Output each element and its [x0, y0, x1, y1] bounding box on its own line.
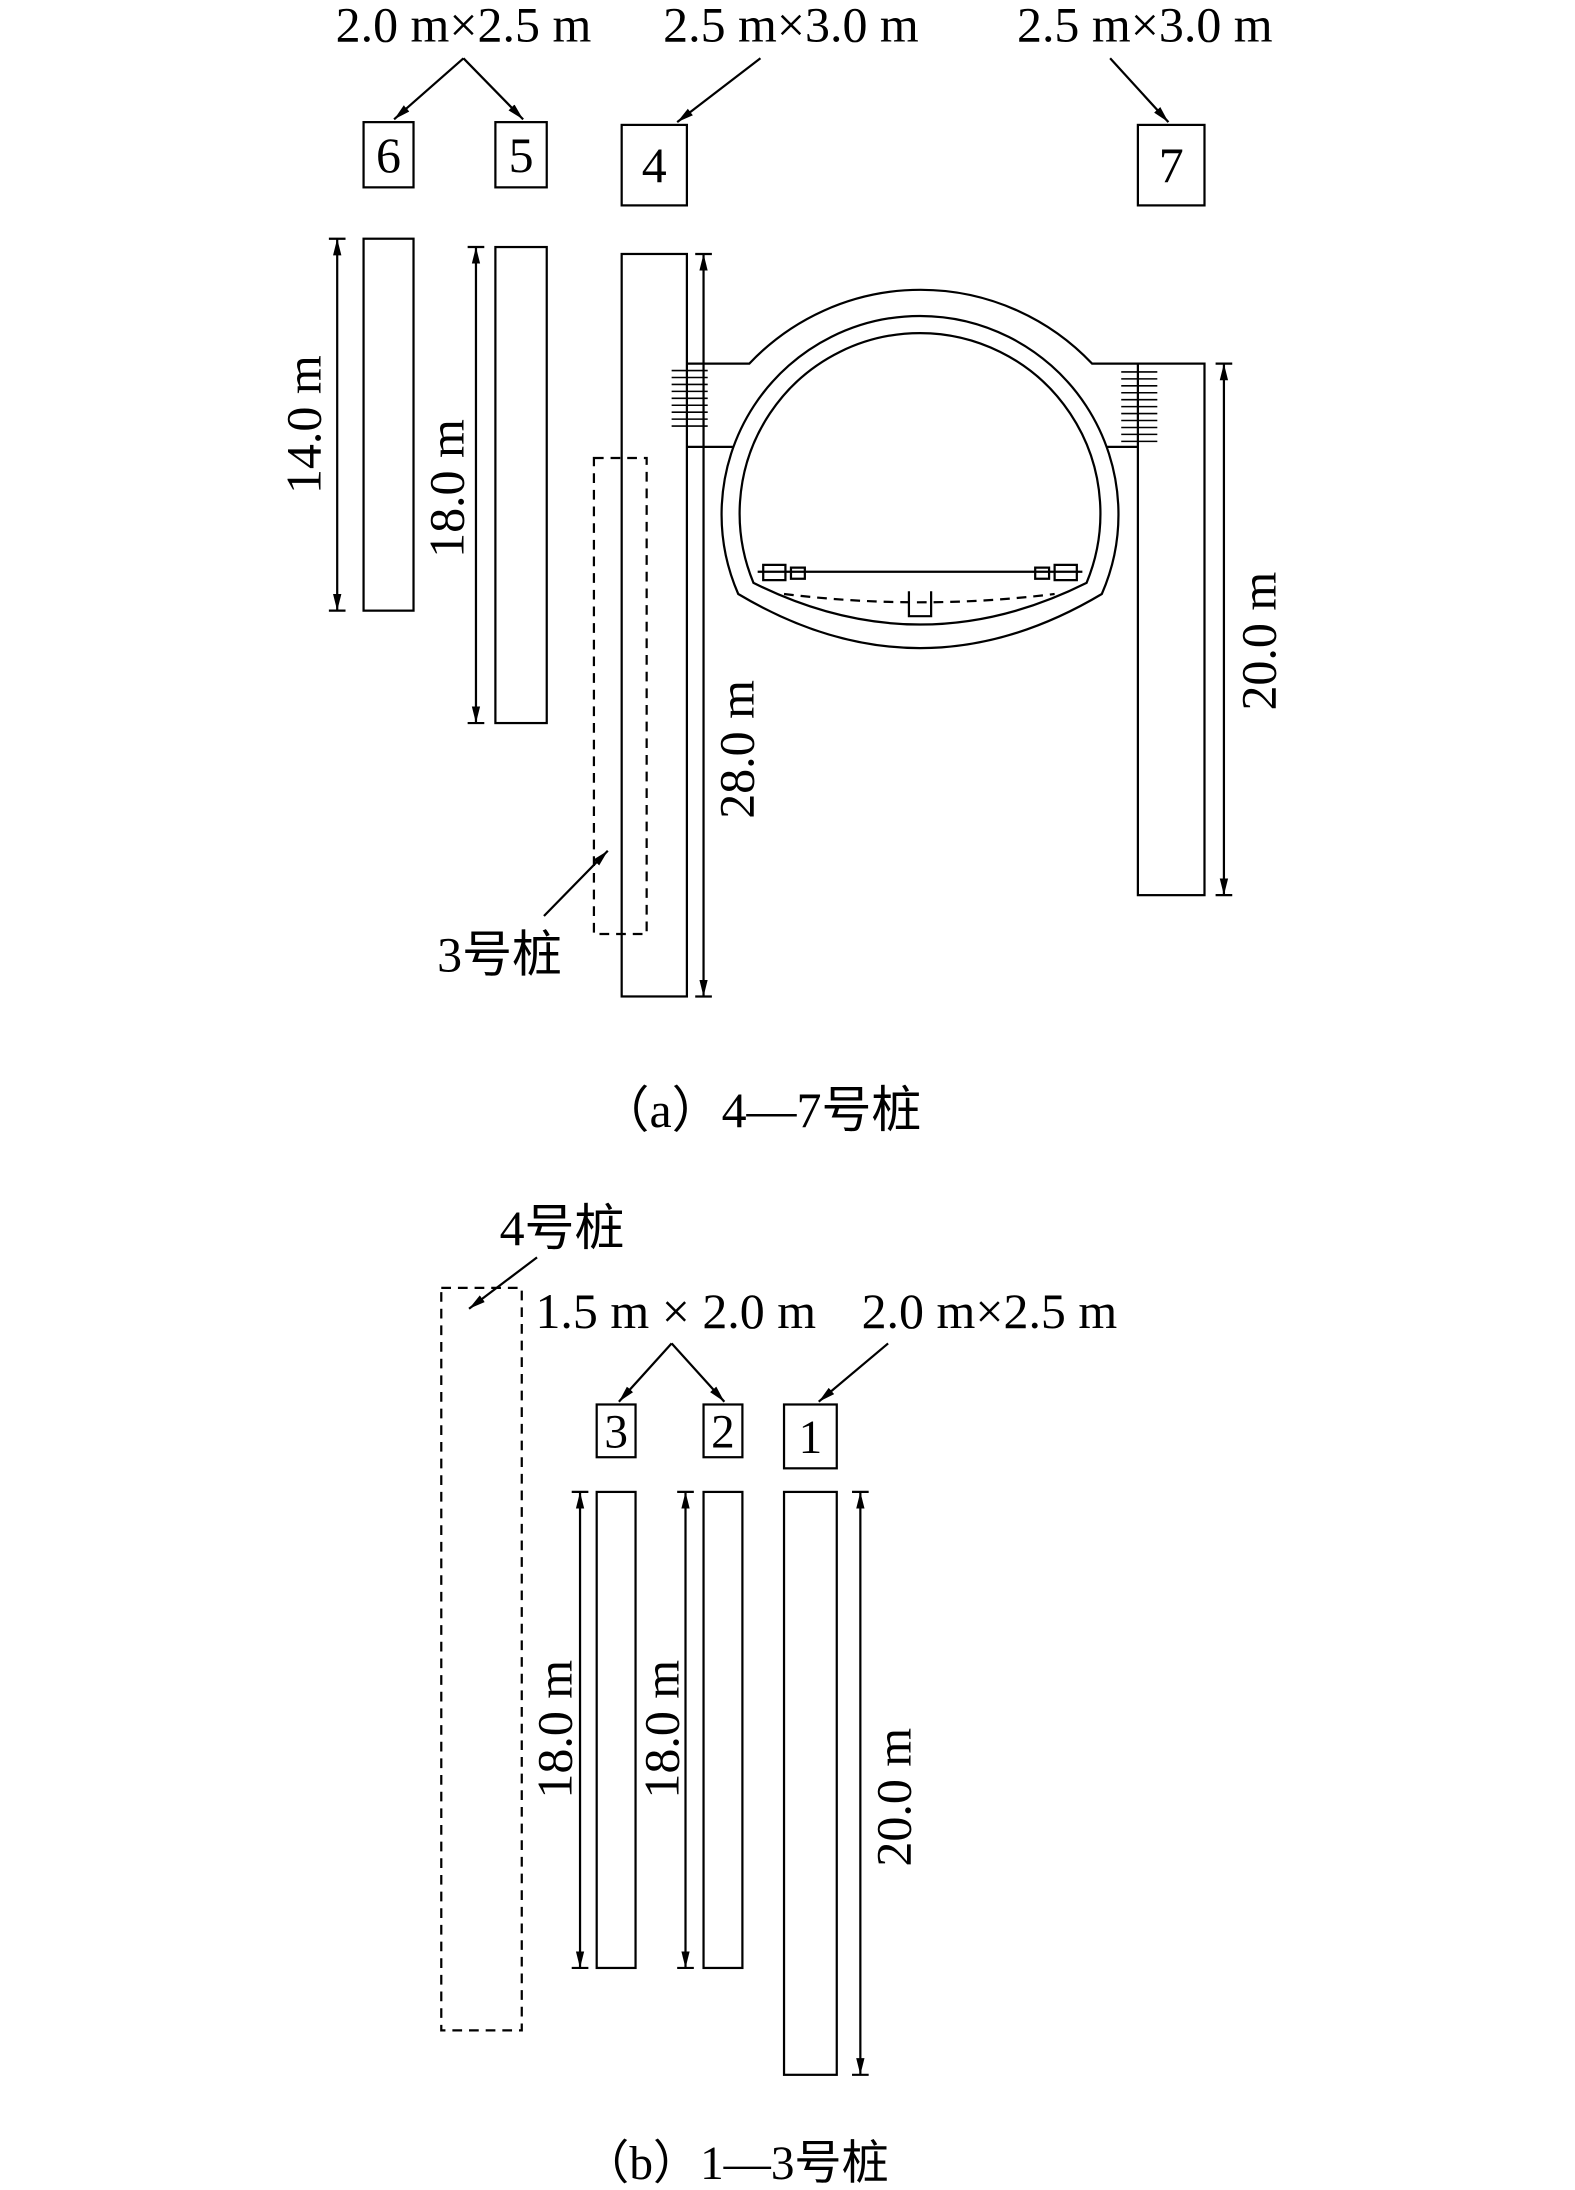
pile-7-length: 20.0 m: [1230, 572, 1286, 711]
pile-1-length: 20.0 m: [865, 1728, 921, 1867]
dimension-pile-4: 28.0 m: [695, 252, 765, 998]
section-box-outline: [1136, 123, 1206, 207]
dimension-ticks: [695, 252, 712, 998]
pile-3-reference-label: 3号桩: [437, 926, 562, 982]
section-label-pile-4: 2.5 m×3.0 m: [663, 0, 919, 53]
pile-4-reference-dashed: [440, 1286, 523, 2032]
pile-2-elevation: [702, 1490, 744, 1970]
dimension-ticks: [328, 237, 346, 612]
pile-number-7: 7: [1159, 137, 1184, 193]
section-box-outline: [595, 1403, 637, 1459]
section-box-outline: [620, 123, 689, 207]
pile-number-6: 6: [376, 127, 401, 183]
leader-arrow-box-6: [393, 57, 465, 121]
section-box-outline: [494, 121, 548, 189]
section-box-pile-6: 6: [362, 121, 415, 189]
dimension-pile-2: 18.0 m: [634, 1490, 694, 1970]
pile-5-elevation: [494, 245, 548, 725]
pile-4-elevation: [620, 252, 689, 998]
tunnel-dashed-line: [783, 592, 1055, 604]
section-label-piles-2-3: 1.5 m × 2.0 m: [535, 1283, 816, 1339]
connection-hatch-right: [1121, 371, 1158, 443]
pile-number-5: 5: [509, 127, 534, 183]
section-box-outline: [362, 121, 415, 189]
dimension-ticks: [467, 245, 485, 725]
pile-6-elevation: [362, 237, 415, 612]
section-box-pile-1: 1: [782, 1403, 838, 1470]
figure-b-caption: （b）1—3号桩: [582, 2138, 889, 2190]
leader-arrow-box-5: [462, 57, 524, 121]
dimension-pile-6: 14.0 m: [276, 237, 346, 612]
section-box-pile-3: 3: [595, 1403, 637, 1459]
leader-arrow-box-4: [676, 57, 762, 124]
leader-arrow-box-3: [618, 1342, 673, 1403]
figure-a-caption: （a）4—7号桩: [600, 1082, 922, 1138]
pile-5-length: 18.0 m: [418, 419, 474, 558]
section-box-pile-7: 7: [1136, 123, 1206, 207]
dimension-pile-5: 18.0 m: [418, 245, 485, 725]
tunnel-cap-outer: [686, 288, 1138, 365]
dimension-ticks: [1215, 362, 1233, 897]
tunnel-drain-right: [1034, 563, 1078, 582]
pile-3-elevation: [595, 1490, 637, 1970]
tunnel-drain-left: [762, 563, 806, 582]
section-label-pile-7: 2.5 m×3.0 m: [1017, 0, 1273, 53]
pile-number-4: 4: [642, 137, 667, 193]
leader-arrow-pile-4: [468, 1256, 538, 1310]
pile-number-2: 2: [711, 1407, 735, 1459]
section-box-pile-5: 5: [494, 121, 548, 189]
dimension-pile-7: 20.0 m: [1215, 362, 1286, 897]
pile-4-reference-label: 4号桩: [500, 1200, 625, 1256]
leader-arrow-box-7: [1109, 57, 1170, 123]
tunnel-lining-outer: [720, 314, 1120, 650]
pile-number-3: 3: [604, 1407, 628, 1459]
dimension-pile-3: 18.0 m: [527, 1490, 589, 1970]
section-box-pile-2: 2: [702, 1403, 744, 1459]
leader-arrow-pile-3: [543, 849, 609, 917]
pile-3-length: 18.0 m: [527, 1660, 583, 1799]
dimension-ticks: [852, 1490, 869, 2076]
pile-7-elevation: [1136, 362, 1206, 897]
pile-4-length: 28.0 m: [709, 680, 765, 819]
section-label-pile-1: 2.0 m×2.5 m: [862, 1283, 1118, 1339]
section-box-pile-4: 4: [620, 123, 689, 207]
section-label-piles-5-6: 2.0 m×2.5 m: [336, 0, 592, 53]
tunnel-center-drain: [907, 591, 933, 618]
pile-number-1: 1: [799, 1412, 823, 1464]
section-box-outline: [782, 1403, 838, 1470]
tunnel-lining-inner: [738, 331, 1102, 626]
connection-hatch-left: [671, 369, 708, 427]
tunnel-structure: [671, 288, 1158, 650]
leader-arrow-box-1: [818, 1342, 889, 1403]
pile-6-length: 14.0 m: [276, 355, 332, 494]
pile-3-reference-dashed: [592, 456, 648, 936]
pile-1-elevation: [782, 1490, 838, 2076]
figure-a: 2.0 m×2.5 m 2.5 m×3.0 m 2.5 m×3.0 m 6 5 …: [276, 0, 1287, 1138]
dimension-ticks: [571, 1490, 589, 1970]
dimension-ticks: [677, 1490, 694, 1970]
leader-arrow-box-2: [670, 1342, 726, 1403]
figure-b: 4号桩 1.5 m × 2.0 m 2.0 m×2.5 m 3 2 1 18.0…: [440, 1200, 1118, 2190]
pile-2-length: 18.0 m: [634, 1660, 690, 1799]
dimension-pile-1: 20.0 m: [852, 1490, 921, 2076]
section-box-outline: [702, 1403, 744, 1459]
